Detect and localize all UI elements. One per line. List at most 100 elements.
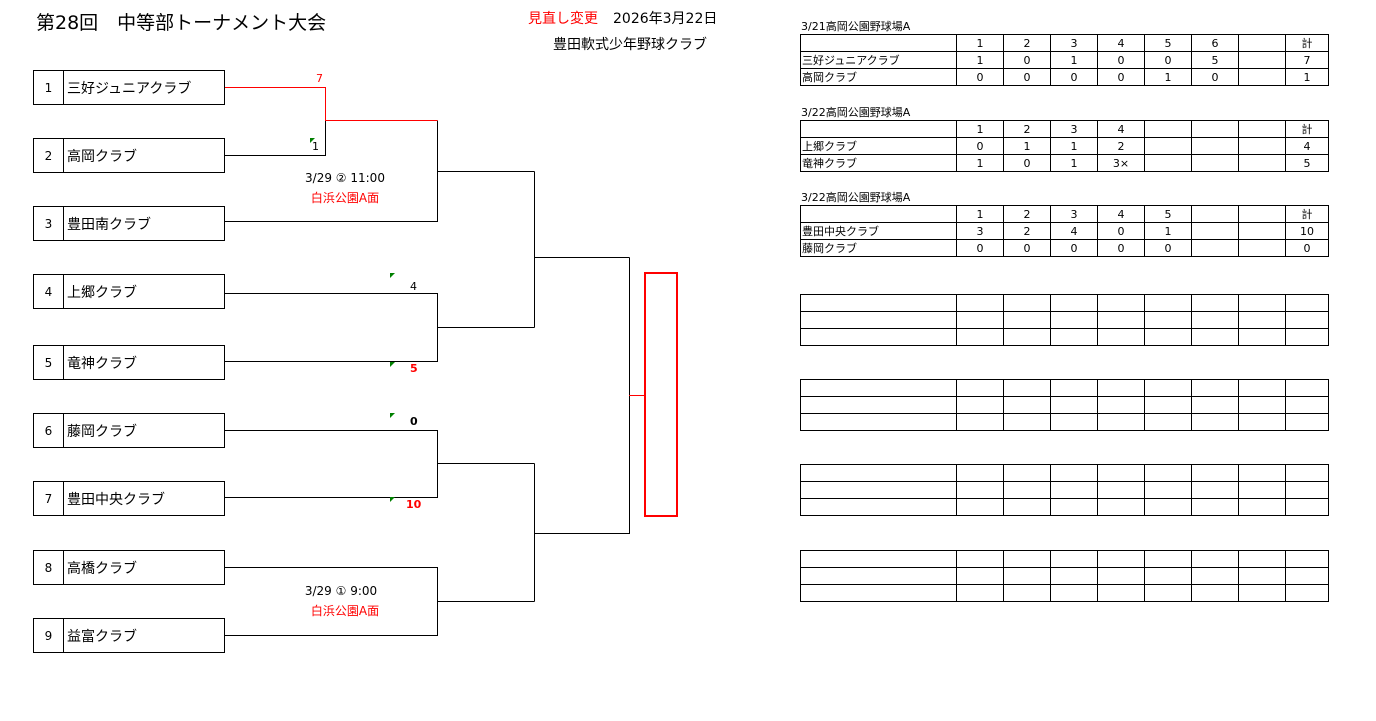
table-cell [1191,239,1239,257]
table-cell [800,311,957,329]
table-cell [1050,311,1098,329]
table-cell [1003,481,1051,499]
team-name: 三好ジュニアクラブ [67,80,192,97]
team-name: 竜神クラブ [67,355,137,372]
table-cell: 竜神クラブ [800,154,957,172]
table-cell: 5 [1191,51,1239,69]
table-cell [1144,154,1192,172]
score: 4 [410,280,417,293]
team-name: 豊田中央クラブ [67,491,165,508]
table-cell: 1 [956,205,1004,223]
score: 7 [316,72,323,85]
table-cell: 0 [1050,68,1098,86]
table-cell [1050,396,1098,414]
table-cell [1285,584,1329,602]
table-cell: 3 [1050,205,1098,223]
match-venue: 白浜公園A面 [310,191,380,205]
table-cell [1191,498,1239,516]
table-row [800,550,1329,568]
table-cell: 10 [1285,222,1329,240]
score: 1 [312,140,319,153]
update-date: 2026年3月22日 [613,11,718,27]
scoreboard-table [800,550,1329,602]
table-cell [1144,294,1192,312]
table-cell [1144,550,1192,568]
table-cell: 2 [1003,222,1051,240]
table-cell: 上郷クラブ [800,137,957,155]
table-cell: 0 [1097,239,1145,257]
table-cell: 1 [956,34,1004,52]
table-row [800,481,1329,499]
table-cell: 0 [1003,154,1051,172]
table-cell [1191,294,1239,312]
table-cell [800,550,957,568]
table-cell [956,584,1004,602]
scoreboard-caption: 3/22高岡公園野球場A [801,106,911,119]
table-cell [1050,328,1098,346]
table-cell [800,120,957,138]
table-cell: 0 [1191,68,1239,86]
table-cell [1097,311,1145,329]
table-cell [956,464,1004,482]
table-cell [1285,311,1329,329]
table-cell [1050,567,1098,585]
table-cell [1003,567,1051,585]
scoreboard-table [800,464,1329,516]
table-cell [1097,567,1145,585]
score: 0 [410,415,418,428]
team-name: 益富クラブ [67,628,137,645]
table-cell [1097,294,1145,312]
table-cell: 0 [1097,51,1145,69]
team-name: 高橋クラブ [67,560,137,577]
table-cell: 3 [1050,34,1098,52]
table-cell [1144,567,1192,585]
table-cell: 4 [1285,137,1329,155]
table-cell [1144,120,1192,138]
table-cell [1191,481,1239,499]
table-cell: 4 [1097,205,1145,223]
table-cell [1003,498,1051,516]
table-row [800,567,1329,585]
table-cell [1191,137,1239,155]
table-cell [1191,222,1239,240]
table-cell [1285,550,1329,568]
table-cell [956,481,1004,499]
table-cell [1003,396,1051,414]
table-cell [800,396,957,414]
score: 10 [406,498,422,511]
table-row [800,464,1329,482]
table-cell: 0 [1144,239,1192,257]
table-cell [1144,498,1192,516]
table-cell [1285,481,1329,499]
table-cell [1050,481,1098,499]
table-cell [1050,584,1098,602]
table-cell [1097,584,1145,602]
table-cell [1144,137,1192,155]
table-cell: 0 [1144,51,1192,69]
table-cell [1238,205,1286,223]
match-venue: 白浜公園A面 [310,604,380,618]
table-cell [1144,328,1192,346]
table-cell: 0 [956,239,1004,257]
table-cell [1097,413,1145,431]
table-cell [1238,239,1286,257]
table-cell: 計 [1285,205,1329,223]
table-cell [1285,464,1329,482]
table-cell: 1 [956,51,1004,69]
team-name: 豊田南クラブ [67,216,151,233]
table-cell: 2 [1097,137,1145,155]
table-cell [1097,498,1145,516]
table-cell [1050,464,1098,482]
table-cell [1238,120,1286,138]
table-cell: 2 [1003,205,1051,223]
table-cell: 1 [956,120,1004,138]
table-cell: 2 [1003,34,1051,52]
table-cell [1238,222,1286,240]
